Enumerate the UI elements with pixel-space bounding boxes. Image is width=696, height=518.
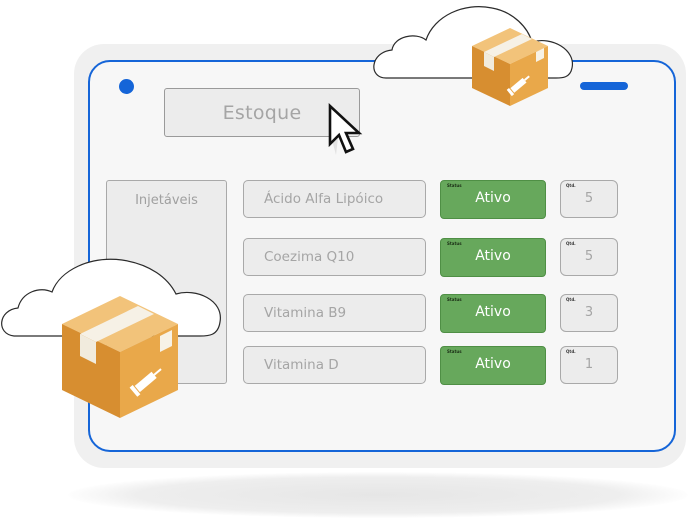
quantity-field[interactable]: Qtd. 5	[560, 180, 618, 218]
status-value: Ativo	[475, 190, 511, 206]
cardboard-box-icon-top	[472, 28, 548, 106]
page-title: Estoque	[164, 88, 360, 137]
status-badge[interactable]: Status Ativo	[440, 180, 546, 219]
table-row-name[interactable]: Ácido Alfa Lipóico	[243, 180, 426, 218]
syringe-icon	[506, 75, 530, 97]
status-caption: Status	[447, 183, 462, 188]
status-badge[interactable]: Status Ativo	[440, 294, 546, 333]
quantity-value: 3	[584, 305, 594, 320]
quantity-value: 1	[584, 357, 594, 372]
category-label: Injetáveis	[135, 193, 198, 208]
device-shadow	[68, 472, 688, 518]
table-row-name[interactable]: Coezima Q10	[243, 238, 426, 276]
status-caption: Status	[447, 241, 462, 246]
mouse-pointer-icon	[328, 103, 363, 155]
quantity-value: 5	[584, 191, 594, 206]
table-row-name[interactable]: Vitamina B9	[243, 294, 426, 332]
status-value: Ativo	[475, 248, 511, 264]
syringe-icon	[129, 368, 162, 397]
status-caption: Status	[447, 349, 462, 354]
quantity-caption: Qtd.	[566, 297, 576, 302]
quantity-value: 5	[584, 249, 594, 264]
quantity-caption: Qtd.	[566, 349, 576, 354]
cardboard-box-icon-bottom	[62, 296, 178, 418]
status-badge[interactable]: Status Ativo	[440, 238, 546, 277]
status-badge[interactable]: Status Ativo	[440, 346, 546, 385]
quantity-caption: Qtd.	[566, 183, 576, 188]
quantity-caption: Qtd.	[566, 241, 576, 246]
quantity-field[interactable]: Qtd. 5	[560, 238, 618, 276]
status-value: Ativo	[475, 304, 511, 320]
speaker-bar	[580, 82, 628, 90]
quantity-field[interactable]: Qtd. 3	[560, 294, 618, 332]
status-caption: Status	[447, 297, 462, 302]
quantity-field[interactable]: Qtd. 1	[560, 346, 618, 384]
status-value: Ativo	[475, 356, 511, 372]
cloud-icon-bottom	[1, 258, 221, 337]
camera-dot	[119, 79, 134, 94]
table-row-name[interactable]: Vitamina D	[243, 346, 426, 384]
